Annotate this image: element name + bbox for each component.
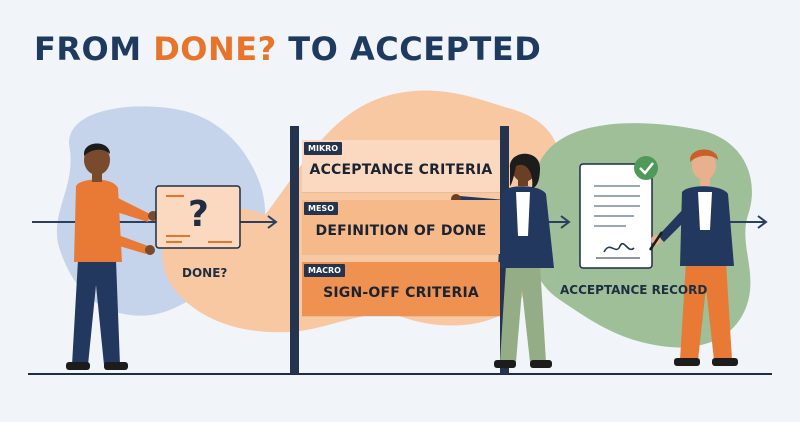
check-badge-icon [634,156,658,180]
page-title: FROM DONE? TO ACCEPTED [34,30,541,68]
done-question-card [155,185,241,249]
signpost-pole-left [290,126,299,374]
acceptance-record-document [579,163,653,269]
title-highlight: DONE? [153,30,277,68]
person-middle [451,153,554,368]
board-tag-mikro: MIKRO [304,142,343,155]
acceptance-record-caption: ACCEPTANCE RECORD [560,283,708,297]
board-tag-meso: MESO [304,202,338,215]
title-part-1: FROM [34,30,154,68]
board-label: SIGN-OFF CRITERIA [323,285,479,301]
board-label: ACCEPTANCE CRITERIA [309,162,493,178]
person-left [66,143,158,370]
board-label: DEFINITION OF DONE [315,223,487,239]
board-tag-macro: MACRO [304,264,345,277]
person-right [648,149,738,366]
done-caption: DONE? [182,266,228,280]
title-part-2: TO ACCEPTED [276,30,542,68]
question-mark-icon: ? [188,194,209,235]
